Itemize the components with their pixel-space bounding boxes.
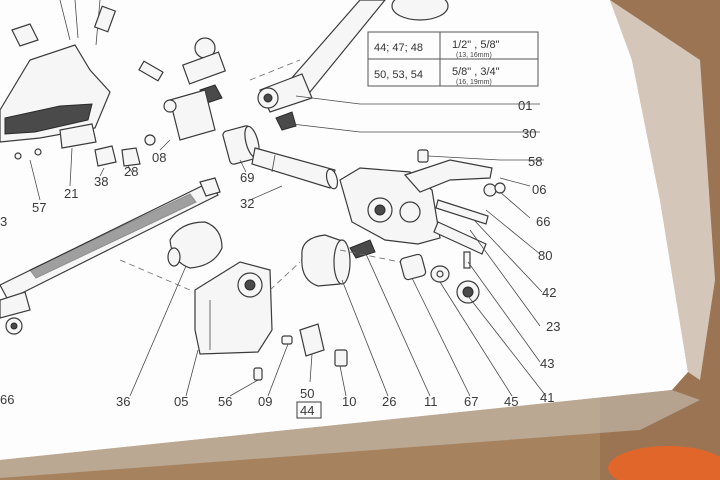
callout-80: 80 [538, 248, 552, 263]
orange-object [608, 446, 720, 480]
shaft-part [251, 147, 339, 190]
callout-66-right: 66 [536, 214, 550, 229]
size-table: 44; 47; 48 1/2" , 5/8" (13, 16mm) 50, 53… [367, 31, 539, 87]
callout-50: 50 [300, 386, 314, 401]
callout-44: 44 [300, 403, 314, 418]
callout-69: 69 [240, 170, 254, 185]
rod-parts [433, 182, 506, 269]
callout-36: 36 [116, 394, 130, 409]
callout-08: 08 [152, 150, 166, 165]
callout-labels: 01 30 58 06 66 80 42 23 43 41 45 67 11 2… [0, 98, 560, 419]
paper-sheet [0, 0, 688, 460]
table-row1-size: 1/2" , 5/8" [452, 39, 500, 51]
callout-01: 01 [518, 98, 532, 113]
callout-21: 21 [64, 186, 78, 201]
bearing-part [222, 125, 260, 165]
table-row1-models: 44; 47; 48 [374, 42, 423, 54]
gripper-block [339, 149, 493, 245]
sleeve-part [301, 234, 376, 287]
callout-23: 23 [546, 319, 560, 334]
callout-26: 26 [382, 394, 396, 409]
leader-lines [29, 95, 547, 397]
callout-06: 06 [532, 182, 546, 197]
long-handle [0, 177, 221, 335]
callout-56: 56 [218, 394, 232, 409]
callout-41: 41 [540, 390, 554, 405]
callout-05: 05 [174, 394, 188, 409]
sheet-shadow [0, 390, 700, 478]
callout-58: 58 [528, 154, 542, 169]
upper-left-assembly [0, 0, 227, 167]
guide-lines [119, 59, 401, 291]
callout-32: 32 [240, 196, 254, 211]
table-row2-size: 5/8" , 3/4" [452, 66, 500, 78]
callout-28: 28 [124, 164, 138, 179]
knob-part [167, 221, 223, 269]
table-row1-metric: (13, 16mm) [456, 52, 492, 59]
callout-3: 3 [0, 214, 7, 229]
table-row2-metric: (16, 19mm) [456, 79, 492, 86]
callout-10: 10 [342, 394, 356, 409]
table-row2-models: 50, 53, 54 [374, 69, 423, 81]
callout-42: 42 [542, 285, 556, 300]
callout-11: 11 [424, 394, 438, 409]
callout-45: 45 [504, 394, 518, 409]
callout-09: 09 [258, 394, 272, 409]
callout-57: 57 [32, 200, 46, 215]
callout-38: 38 [94, 174, 108, 189]
callout-66-left: 66 [0, 392, 14, 407]
lever-handle [257, 0, 449, 131]
callout-43: 43 [540, 356, 554, 371]
plastic-sleeve [610, 0, 715, 380]
callout-44-box [296, 401, 322, 419]
washer-parts [399, 253, 480, 304]
callout-67: 67 [464, 394, 478, 409]
callout-30: 30 [522, 126, 536, 141]
housing-part [194, 261, 273, 355]
